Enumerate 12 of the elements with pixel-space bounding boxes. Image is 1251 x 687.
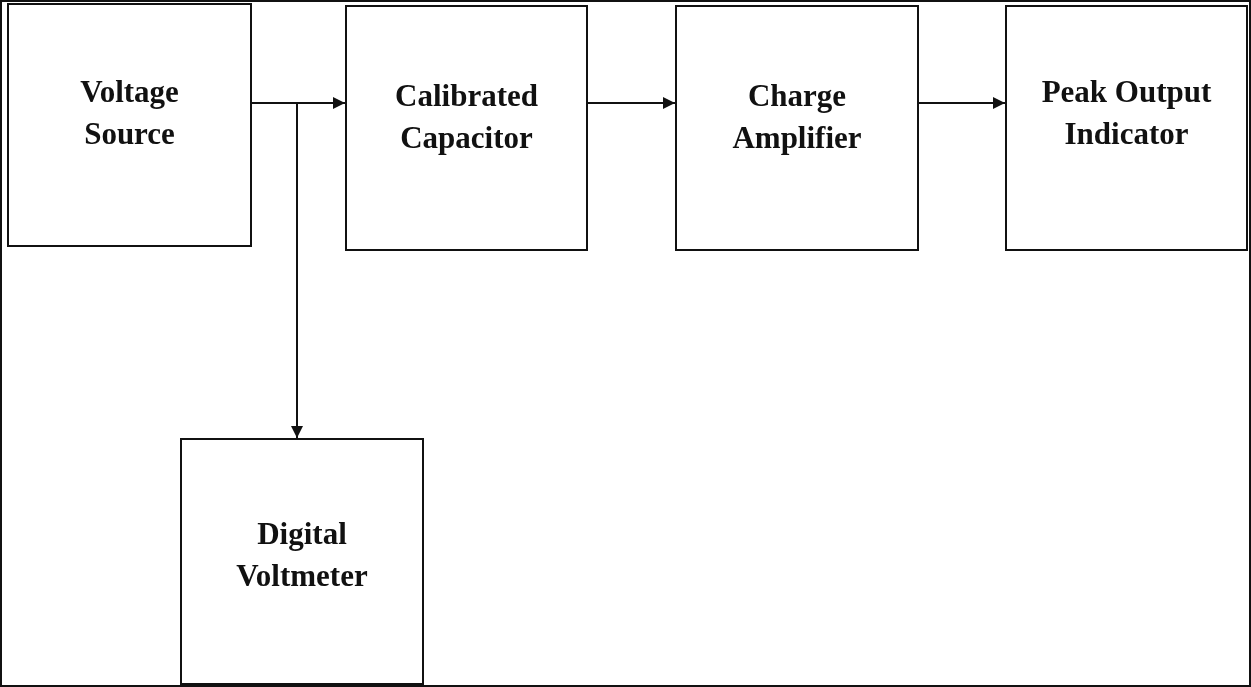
block-label: Peak Output Indicator bbox=[1040, 73, 1213, 153]
block-label: Calibrated Capacitor bbox=[394, 77, 539, 157]
block-box bbox=[180, 438, 424, 685]
block-box bbox=[675, 5, 919, 251]
block-box bbox=[7, 3, 252, 247]
block-box bbox=[1005, 5, 1248, 251]
block-label: Digital Voltmeter bbox=[235, 515, 369, 595]
arrow bbox=[587, 97, 676, 109]
block-label: Charge Amplifier bbox=[731, 77, 863, 157]
arrow bbox=[918, 97, 1006, 109]
block-box bbox=[345, 5, 588, 251]
block-label: Voltage Source bbox=[79, 73, 180, 153]
